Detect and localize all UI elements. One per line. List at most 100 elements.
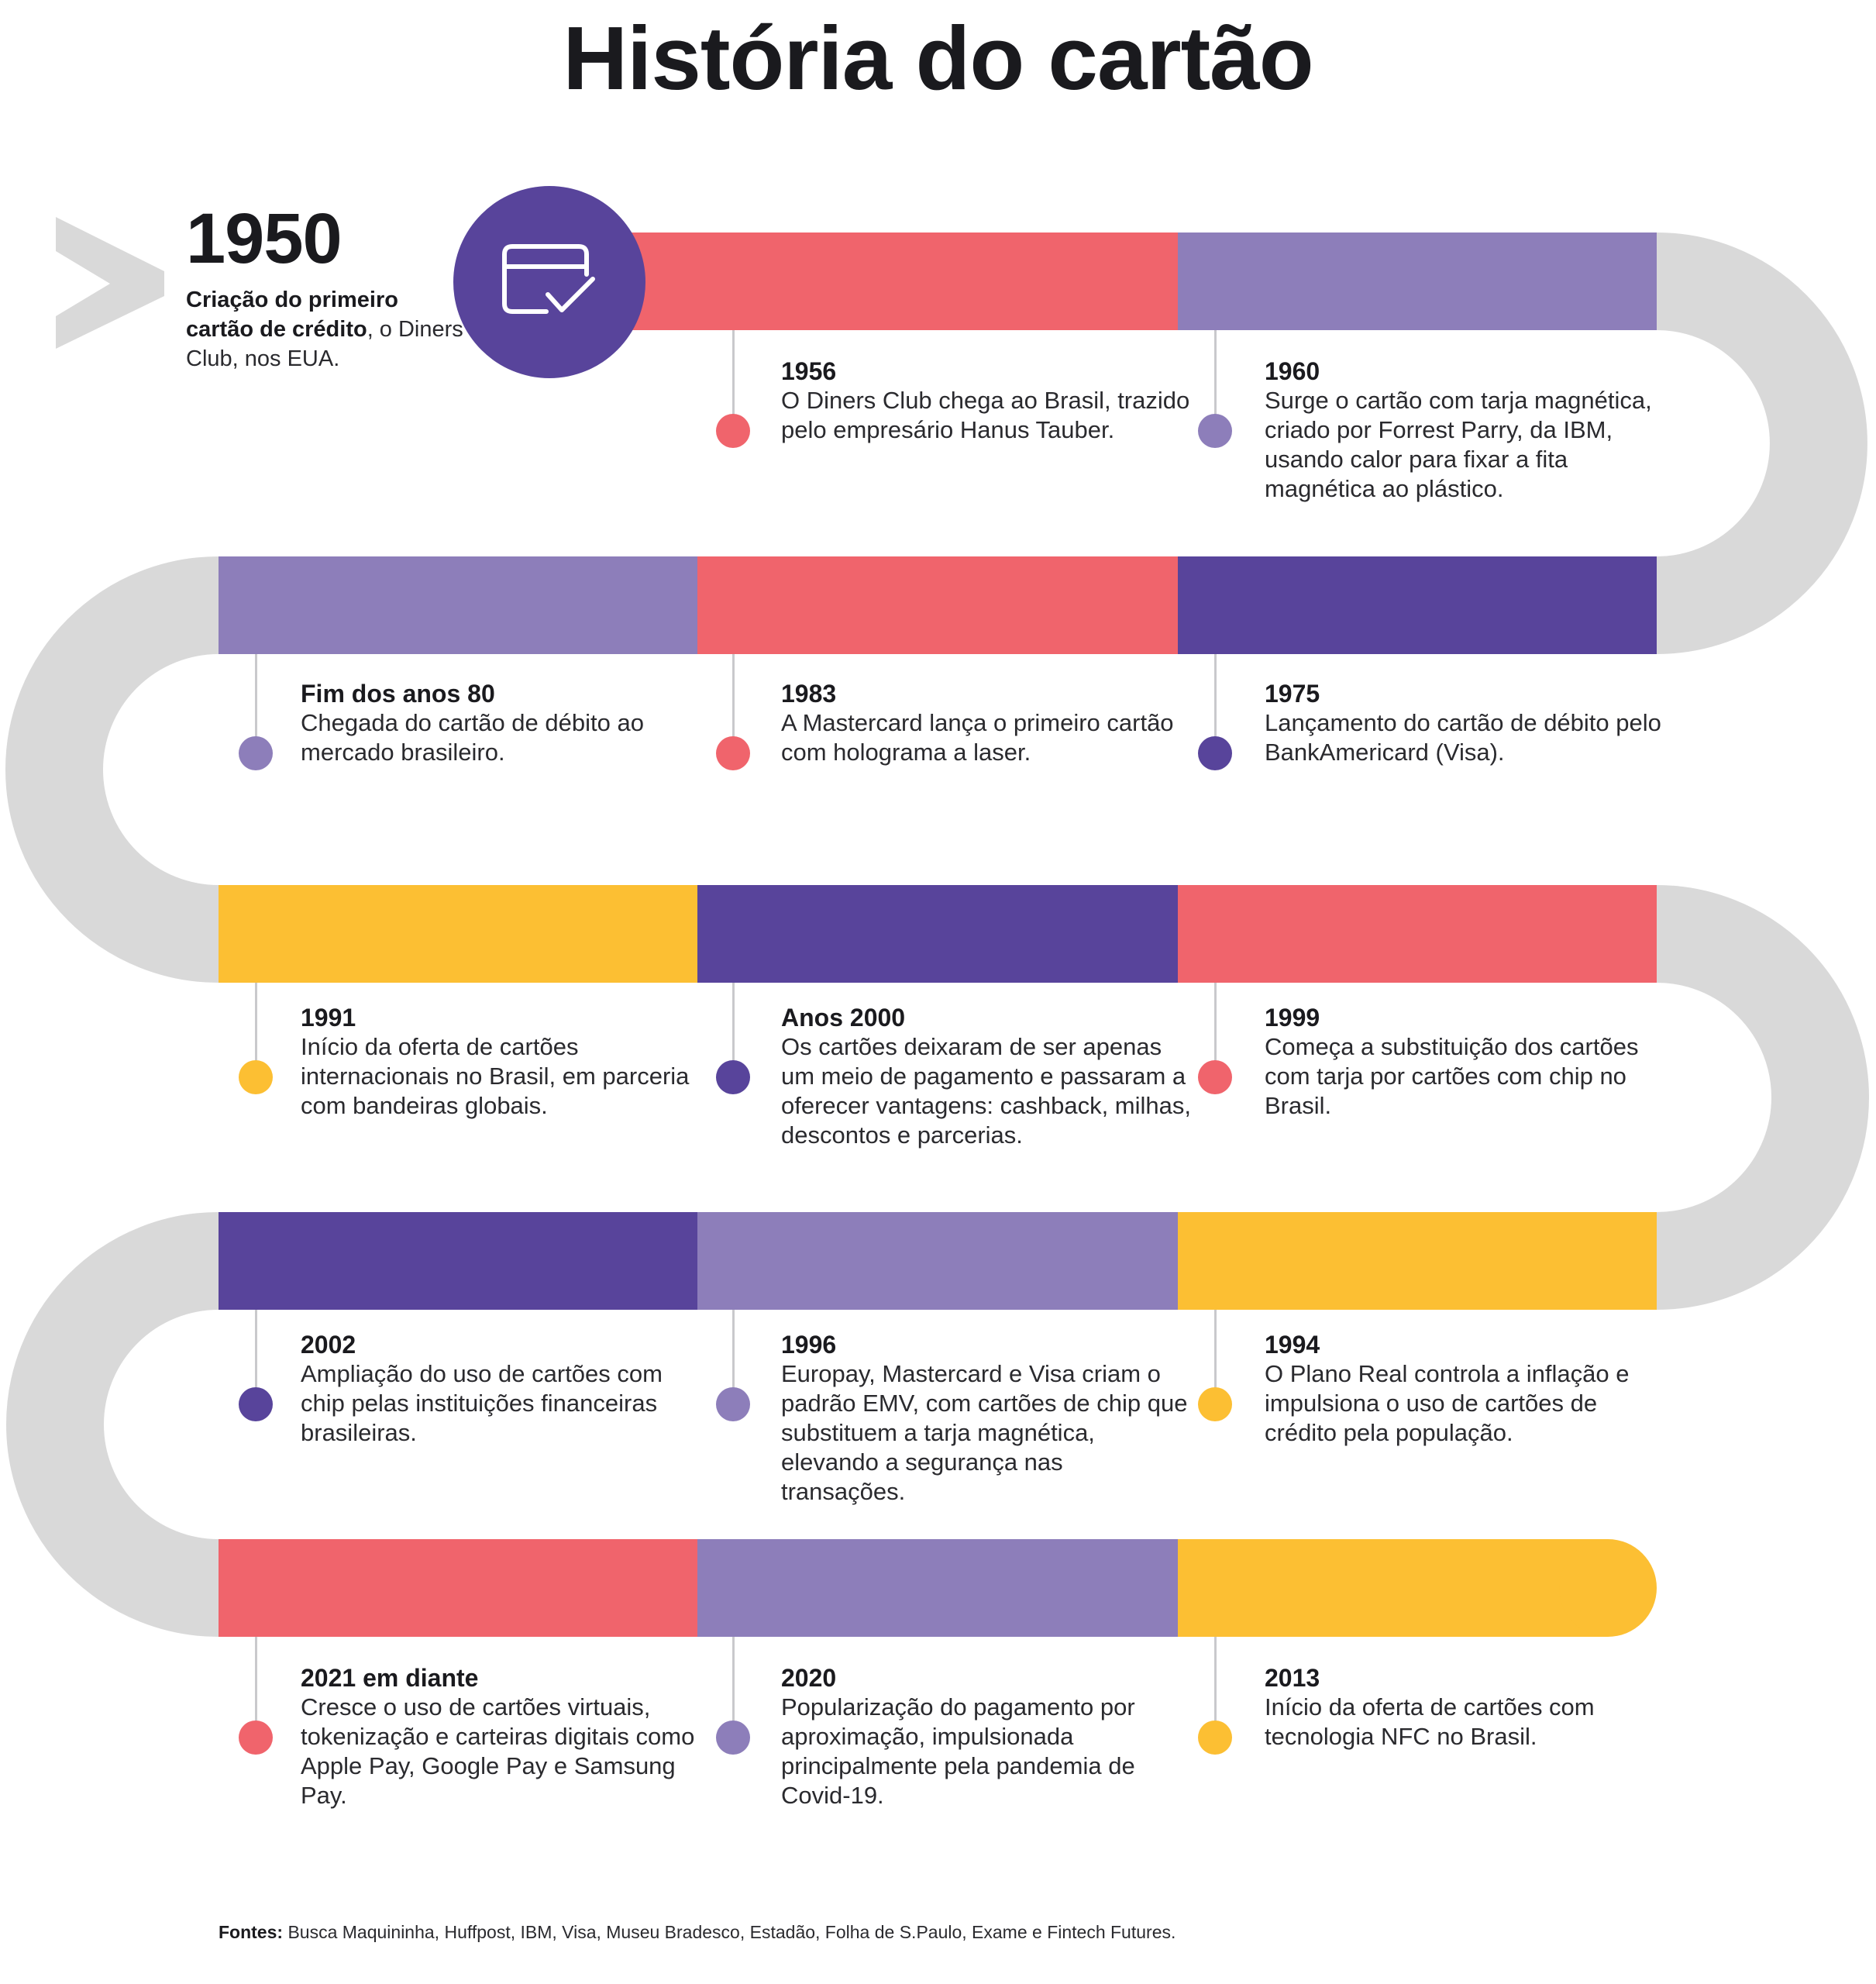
event-description: Lançamento do cartão de débito pelo Bank… <box>1265 709 1661 766</box>
track-segment-r3-1 <box>219 885 697 983</box>
intro-1950: 1950 Criação do primeiro cartão de crédi… <box>186 203 465 374</box>
track-curve-1 <box>1655 232 1867 654</box>
event-description: Surge o cartão com tarja magnética, cria… <box>1265 387 1652 502</box>
event-dot <box>716 1060 750 1094</box>
sources-text: Busca Maquininha, Huffpost, IBM, Visa, M… <box>283 1922 1176 1942</box>
event-year: 1991 <box>301 1004 356 1032</box>
event-dot <box>1198 1060 1232 1094</box>
event-stem <box>1214 330 1217 431</box>
event-year: Anos 2000 <box>781 1004 906 1032</box>
event-description: O Diners Club chega ao Brasil, trazido p… <box>781 387 1190 443</box>
event-dot <box>239 736 273 770</box>
event-year: 1994 <box>1265 1331 1320 1359</box>
track-segment-r3-3 <box>1178 885 1657 983</box>
event-dot <box>239 1060 273 1094</box>
event-dot <box>716 736 750 770</box>
event-stem <box>1214 1637 1217 1738</box>
event-stem <box>732 654 735 753</box>
track-segment-r5-1 <box>219 1539 697 1637</box>
event-description: O Plano Real controla a inflação e impul… <box>1265 1360 1630 1446</box>
event-description: Início da oferta de cartões com tecnolog… <box>1265 1693 1595 1750</box>
track-segments <box>219 232 1657 1637</box>
event-year: 2020 <box>781 1664 837 1692</box>
event-stem <box>732 983 735 1077</box>
event-year: 1975 <box>1265 680 1320 708</box>
event-dot <box>1198 1720 1232 1755</box>
track-curves <box>5 232 1869 1637</box>
event-description: Cresce o uso de cartões virtuais, tokeni… <box>301 1693 695 1809</box>
track-segment-r4-2 <box>697 1212 1178 1310</box>
event-year: 2013 <box>1265 1664 1320 1692</box>
track-segment-r3-2 <box>697 885 1178 983</box>
page-title: História do cartão <box>563 8 1313 108</box>
intro-text: Criação do primeiro cartão de crédito, o… <box>186 285 465 374</box>
event-description: Europay, Mastercard e Visa criam o padrã… <box>781 1360 1188 1505</box>
event-stem <box>255 983 257 1077</box>
intro-text-bold: Criação do primeiro cartão de crédito <box>186 288 398 342</box>
track-segment-r2-3 <box>1178 556 1657 654</box>
event-stem <box>732 1637 735 1738</box>
track-curve-2 <box>5 556 220 983</box>
event-dot <box>1198 736 1232 770</box>
event-stem <box>1214 983 1217 1077</box>
event-dot <box>716 1720 750 1755</box>
track-segment-r1-2 <box>1178 232 1657 330</box>
event-dot <box>1198 414 1232 448</box>
event-description: Chegada do cartão de débito ao mercado b… <box>301 709 644 766</box>
event-description: Início da oferta de cartões internaciona… <box>301 1033 690 1119</box>
sources-note: Fontes: Busca Maquininha, Huffpost, IBM,… <box>219 1920 1176 1944</box>
track-segment-r5-2 <box>697 1539 1178 1637</box>
event-stem <box>255 1310 257 1404</box>
event-description: Popularização do pagamento por aproximaç… <box>781 1693 1135 1809</box>
event-description: Começa a substituição dos cartões com ta… <box>1265 1033 1639 1119</box>
track-segment-r2-2 <box>697 556 1178 654</box>
event-stem <box>1214 654 1217 753</box>
intro-text-rest: , o Diners Club, nos EUA. <box>186 317 463 371</box>
event-year: Fim dos anos 80 <box>301 680 495 708</box>
event-year: 1999 <box>1265 1004 1320 1032</box>
event-stem <box>1214 1310 1217 1404</box>
event-stem <box>255 1637 257 1738</box>
event-stem <box>255 654 257 753</box>
event-year: 1956 <box>781 357 837 385</box>
track-segment-r2-1 <box>219 556 697 654</box>
track-segment-r4-3 <box>1178 1212 1657 1310</box>
event-stem <box>732 1310 735 1404</box>
track-curve-3 <box>1655 885 1869 1310</box>
track-segment-r4-1 <box>219 1212 697 1310</box>
event-year: 1960 <box>1265 357 1320 385</box>
event-dot <box>716 1387 750 1421</box>
credit-card-check-icon <box>502 244 595 314</box>
intro-year: 1950 <box>186 199 342 278</box>
event-description: A Mastercard lança o primeiro cartão com… <box>781 709 1174 766</box>
event-year: 1996 <box>781 1331 837 1359</box>
track-curve-4 <box>6 1212 220 1637</box>
sources-label: Fontes: <box>219 1922 284 1942</box>
event-description: Ampliação do uso de cartões com chip pel… <box>301 1360 663 1446</box>
chevron-arrow-icon <box>56 217 164 349</box>
track-segment-r1-1 <box>620 232 1178 330</box>
event-year: 2002 <box>301 1331 356 1359</box>
event-dot <box>716 414 750 448</box>
event-dot <box>1198 1387 1232 1421</box>
event-dot <box>239 1387 273 1421</box>
event-year: 2021 em diante <box>301 1664 479 1692</box>
track-segment-r5-3 <box>1178 1539 1608 1637</box>
credit-card-badge <box>453 186 645 378</box>
track-end-cap <box>1559 1539 1657 1637</box>
event-year: 1983 <box>781 680 837 708</box>
